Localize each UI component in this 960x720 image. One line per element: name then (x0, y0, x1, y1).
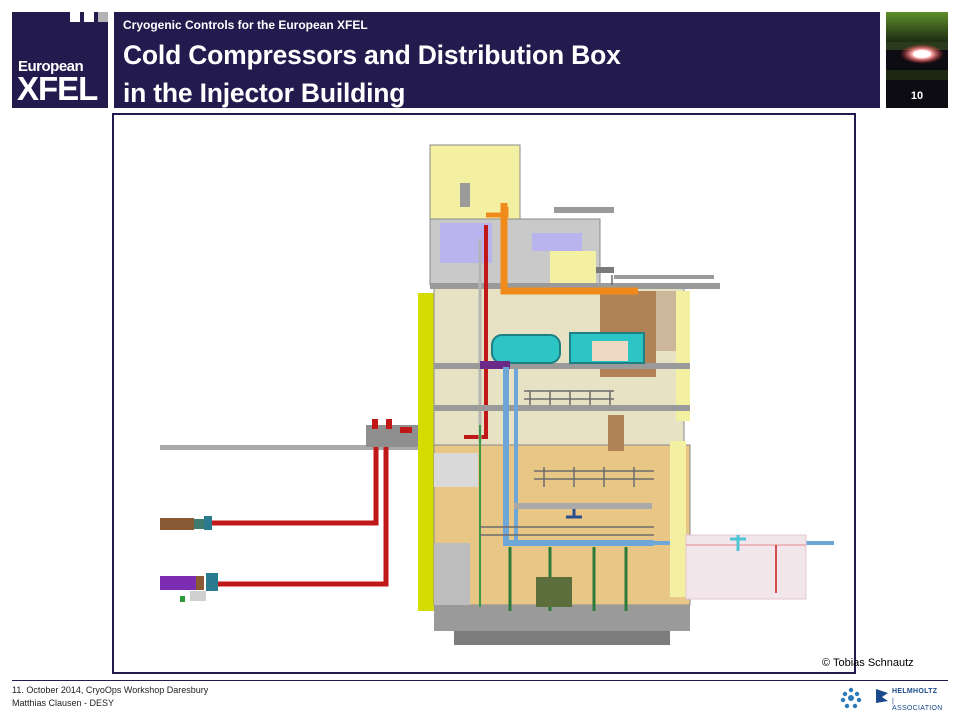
logo-square-1 (70, 12, 80, 22)
thumbnail-image (886, 12, 948, 108)
image-credit: © Tobias Schnautz (822, 657, 914, 669)
logo-square-3 (98, 12, 108, 22)
footer-author: Matthias Clausen - DESY (12, 698, 115, 708)
page-title: Cold Compressors and Distribution Box in… (123, 36, 621, 112)
helmholtz-text-2: | ASSOCIATION (892, 698, 943, 712)
logo-square-2 (84, 12, 94, 22)
title-line-1: Cold Compressors and Distribution Box (123, 40, 621, 70)
logo-text-european: European (18, 58, 84, 75)
header-bar: Cryogenic Controls for the European XFEL… (114, 12, 880, 108)
helmholtz-logo-icon: HELMHOLTZ | ASSOCIATION (874, 685, 946, 712)
footer-event: 11. October 2014, CryoOps Workshop Dares… (12, 685, 209, 695)
drawing-frame (112, 113, 856, 674)
helmholtz-mark-icon (876, 689, 888, 703)
footer-divider (12, 680, 948, 681)
header-subtitle: Cryogenic Controls for the European XFEL (123, 18, 368, 32)
slide-number: 10 (910, 90, 924, 102)
xfel-logo: European XFEL (12, 12, 108, 108)
logo-text-xfel: XFEL (17, 70, 98, 107)
desy-logo-icon (840, 687, 862, 709)
header-thumbnail: 10 (886, 12, 948, 108)
helmholtz-text-1: HELMHOLTZ (892, 688, 938, 695)
title-line-2: in the Injector Building (123, 78, 406, 108)
building-section-drawing (160, 144, 834, 645)
